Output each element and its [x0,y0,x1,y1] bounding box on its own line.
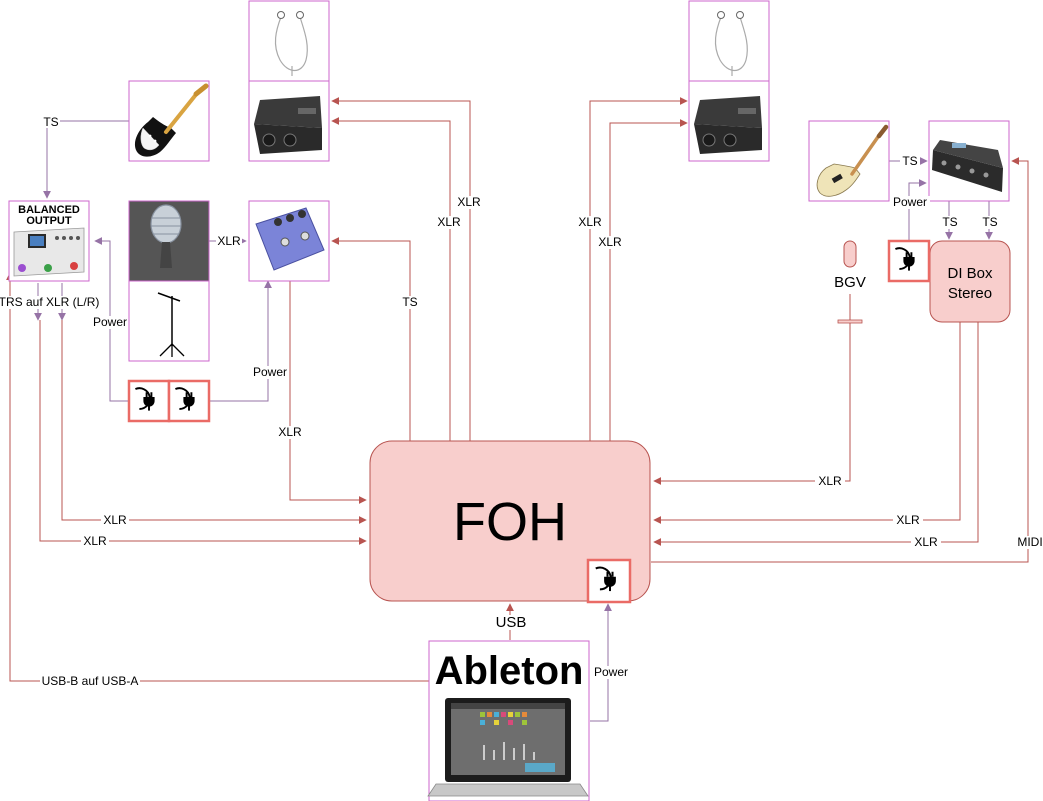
helix-balanced-output: BALANCED OUTPUT [8,200,90,282]
earphones-icon [714,11,748,76]
label-trs-xlr: TRS auf XLR (L/R) [0,295,99,309]
line-foh-iem-left-b [331,97,471,441]
line-pedal-foh [289,281,367,504]
ableton-laptop: Ableton [427,640,590,801]
electric-guitar-icon [134,83,209,157]
label-usb: USB [496,614,527,631]
bgv-label: BGV [834,274,866,291]
foh-power-socket [586,558,632,604]
multi-effects-unit-icon [13,227,85,277]
foh-label: FOH [453,492,567,552]
line-di-foh-2 [653,322,979,546]
vocal-microphone [128,200,210,282]
label-power-pedal: Power [253,365,287,379]
line-bgv-foh [653,323,851,485]
connection-lines [6,97,1029,722]
di-box-line1: DI Box [947,265,993,282]
line-usb-b-a [6,272,430,682]
label-usb-b-a: USB-B auf USB-A [42,674,139,688]
label-power-helix: Power [93,315,127,329]
effects-pedal-icon [932,140,1003,192]
line-foh-ts-pedal [331,237,411,441]
label-xlr-iem-left-b: XLR [457,195,481,209]
label-xlr-helix-1: XLR [103,513,127,527]
bgv-microphone: BGV [834,240,866,324]
line-ts-guitar [43,120,129,199]
power-socket-helix [127,379,171,423]
label-xlr-di-2: XLR [914,535,938,549]
line-foh-iem-right-a [589,97,688,441]
power-socket-pedal [167,379,211,423]
bass-multi-effects-pedal [928,120,1010,202]
vocal-effects-pedal [248,200,330,282]
di-box-stereo: DI Box Stereo [929,240,1011,323]
line-power-bass [908,179,927,241]
line-foh-iem-left-a [331,117,451,441]
in-ear-monitor-right [688,0,770,82]
microphone-icon [150,204,182,268]
line-foh-iem-right-b [609,119,688,441]
label-xlr-iem-right-b: XLR [598,235,622,249]
line-helix-xlr-1 [61,320,367,524]
iem-receiver-left [248,80,330,162]
label-ts-di-2: TS [982,215,997,229]
helix-line1: BALANCED [18,204,80,216]
line-helix-xlr-2 [39,320,367,545]
label-ts-guitar: TS [43,115,58,129]
electric-guitar [128,80,210,162]
connection-labels: TS XLR TRS auf XLR (L/R) Power Power XLR… [0,115,1043,688]
label-power-bass: Power [893,195,927,209]
label-power-laptop: Power [594,665,628,679]
power-socket-bass [887,239,931,283]
ableton-label: Ableton [435,649,584,693]
label-ts-di-1: TS [942,215,957,229]
di-box-line2: Stereo [948,285,992,302]
helix-line2: OUTPUT [26,215,72,227]
in-ear-monitor-left [248,0,330,82]
label-ts-bass: TS [902,154,917,168]
effects-pedal-icon [255,207,325,271]
foh-console: FOH [369,440,651,604]
bass-guitar [808,120,890,202]
mic-stand-icon [157,292,185,357]
receiver-icon [694,96,762,154]
line-di-foh-1 [653,322,961,524]
iem-receiver-right [688,80,770,162]
label-xlr-pedal-foh: XLR [278,425,302,439]
laptop-icon [427,698,589,797]
label-ts-foh-pedal: TS [402,295,417,309]
receiver-icon [254,96,322,154]
line-midi [651,157,1029,563]
bass-guitar-icon [816,124,889,197]
label-xlr-mic: XLR [217,234,241,248]
label-xlr-iem-left-a: XLR [437,215,461,229]
mic-stand [128,280,210,362]
label-xlr-di-1: XLR [896,513,920,527]
label-xlr-bgv: XLR [818,474,842,488]
line-power-pedal [208,280,272,402]
label-xlr-iem-right-a: XLR [578,215,602,229]
earphones-icon [274,11,308,76]
line-power-laptop [590,603,612,722]
label-midi: MIDI [1017,535,1042,549]
label-xlr-helix-2: XLR [83,534,107,548]
